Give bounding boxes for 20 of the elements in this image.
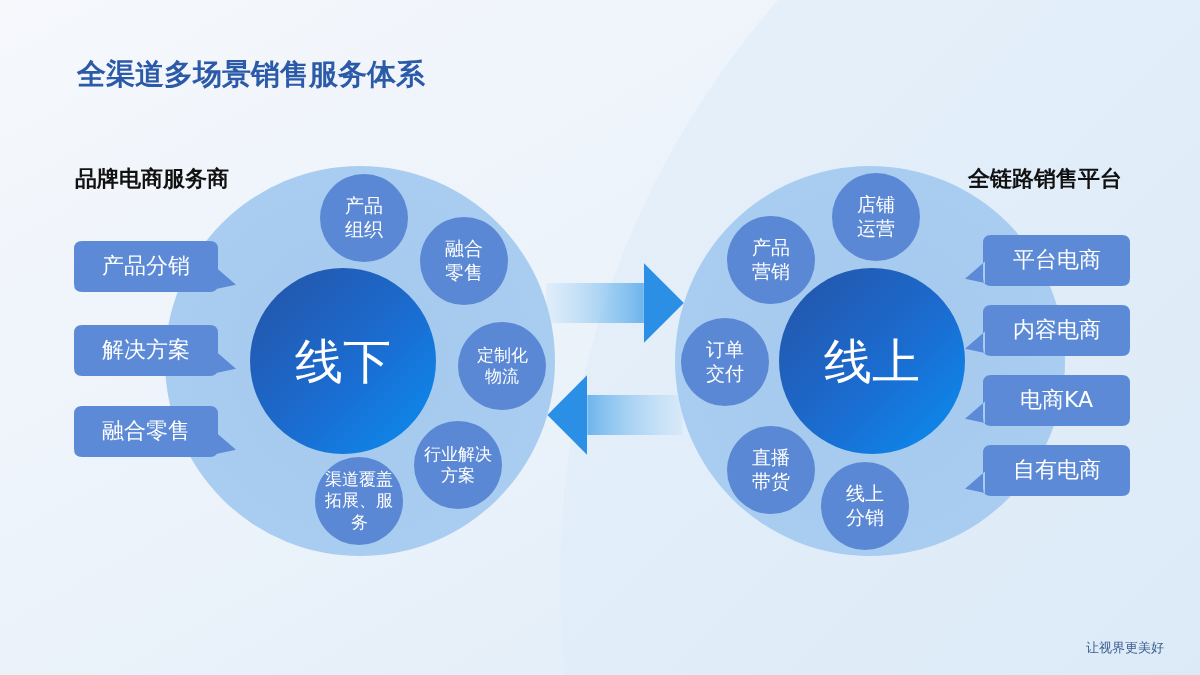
- speech-bubble: 内容电商: [965, 305, 1130, 356]
- small-circle: 订单交付: [681, 318, 769, 406]
- speech-bubble: 自有电商: [965, 445, 1130, 496]
- speech-bubble: 平台电商: [965, 235, 1130, 286]
- small-circle: 产品营销: [727, 216, 815, 304]
- speech-bubble: 电商KA: [965, 375, 1130, 426]
- small-circle: 线上分销: [821, 462, 909, 550]
- small-circle: 直播带货: [727, 426, 815, 514]
- arrow: [547, 375, 683, 455]
- column-heading: 品牌电商服务商: [75, 166, 229, 193]
- small-circle: 融合零售: [420, 217, 508, 305]
- small-circle: 行业解决方案: [414, 421, 502, 509]
- slogan-text: 让视界更美好: [1086, 640, 1164, 655]
- small-circle: 渠道覆盖拓展、服务: [315, 457, 403, 545]
- small-circle: 店铺运营: [832, 173, 920, 261]
- arrow: [546, 263, 684, 343]
- small-circle: 产品组织: [320, 174, 408, 262]
- small-circle: 定制化物流: [458, 322, 546, 410]
- column-heading: 全链路销售平台: [968, 166, 1122, 193]
- page-title: 全渠道多场景销售服务体系: [77, 57, 425, 92]
